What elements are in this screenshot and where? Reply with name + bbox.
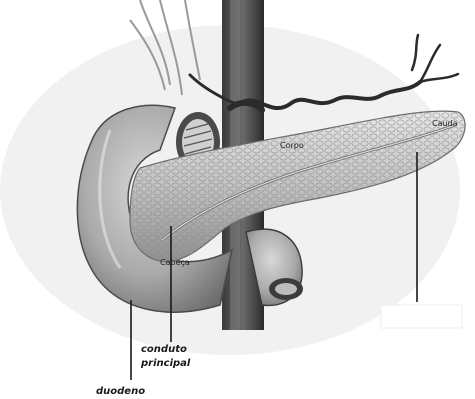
blank-label-box bbox=[381, 305, 462, 328]
label-corpo: Corpo bbox=[280, 141, 304, 150]
label-conduto-line1: conduto bbox=[141, 344, 187, 355]
label-cauda: Cauda bbox=[432, 119, 458, 128]
label-duodeno: duodeno bbox=[96, 386, 145, 397]
label-conduto-line2: principal bbox=[140, 358, 191, 369]
label-cabeca: Cabeça bbox=[160, 258, 190, 267]
